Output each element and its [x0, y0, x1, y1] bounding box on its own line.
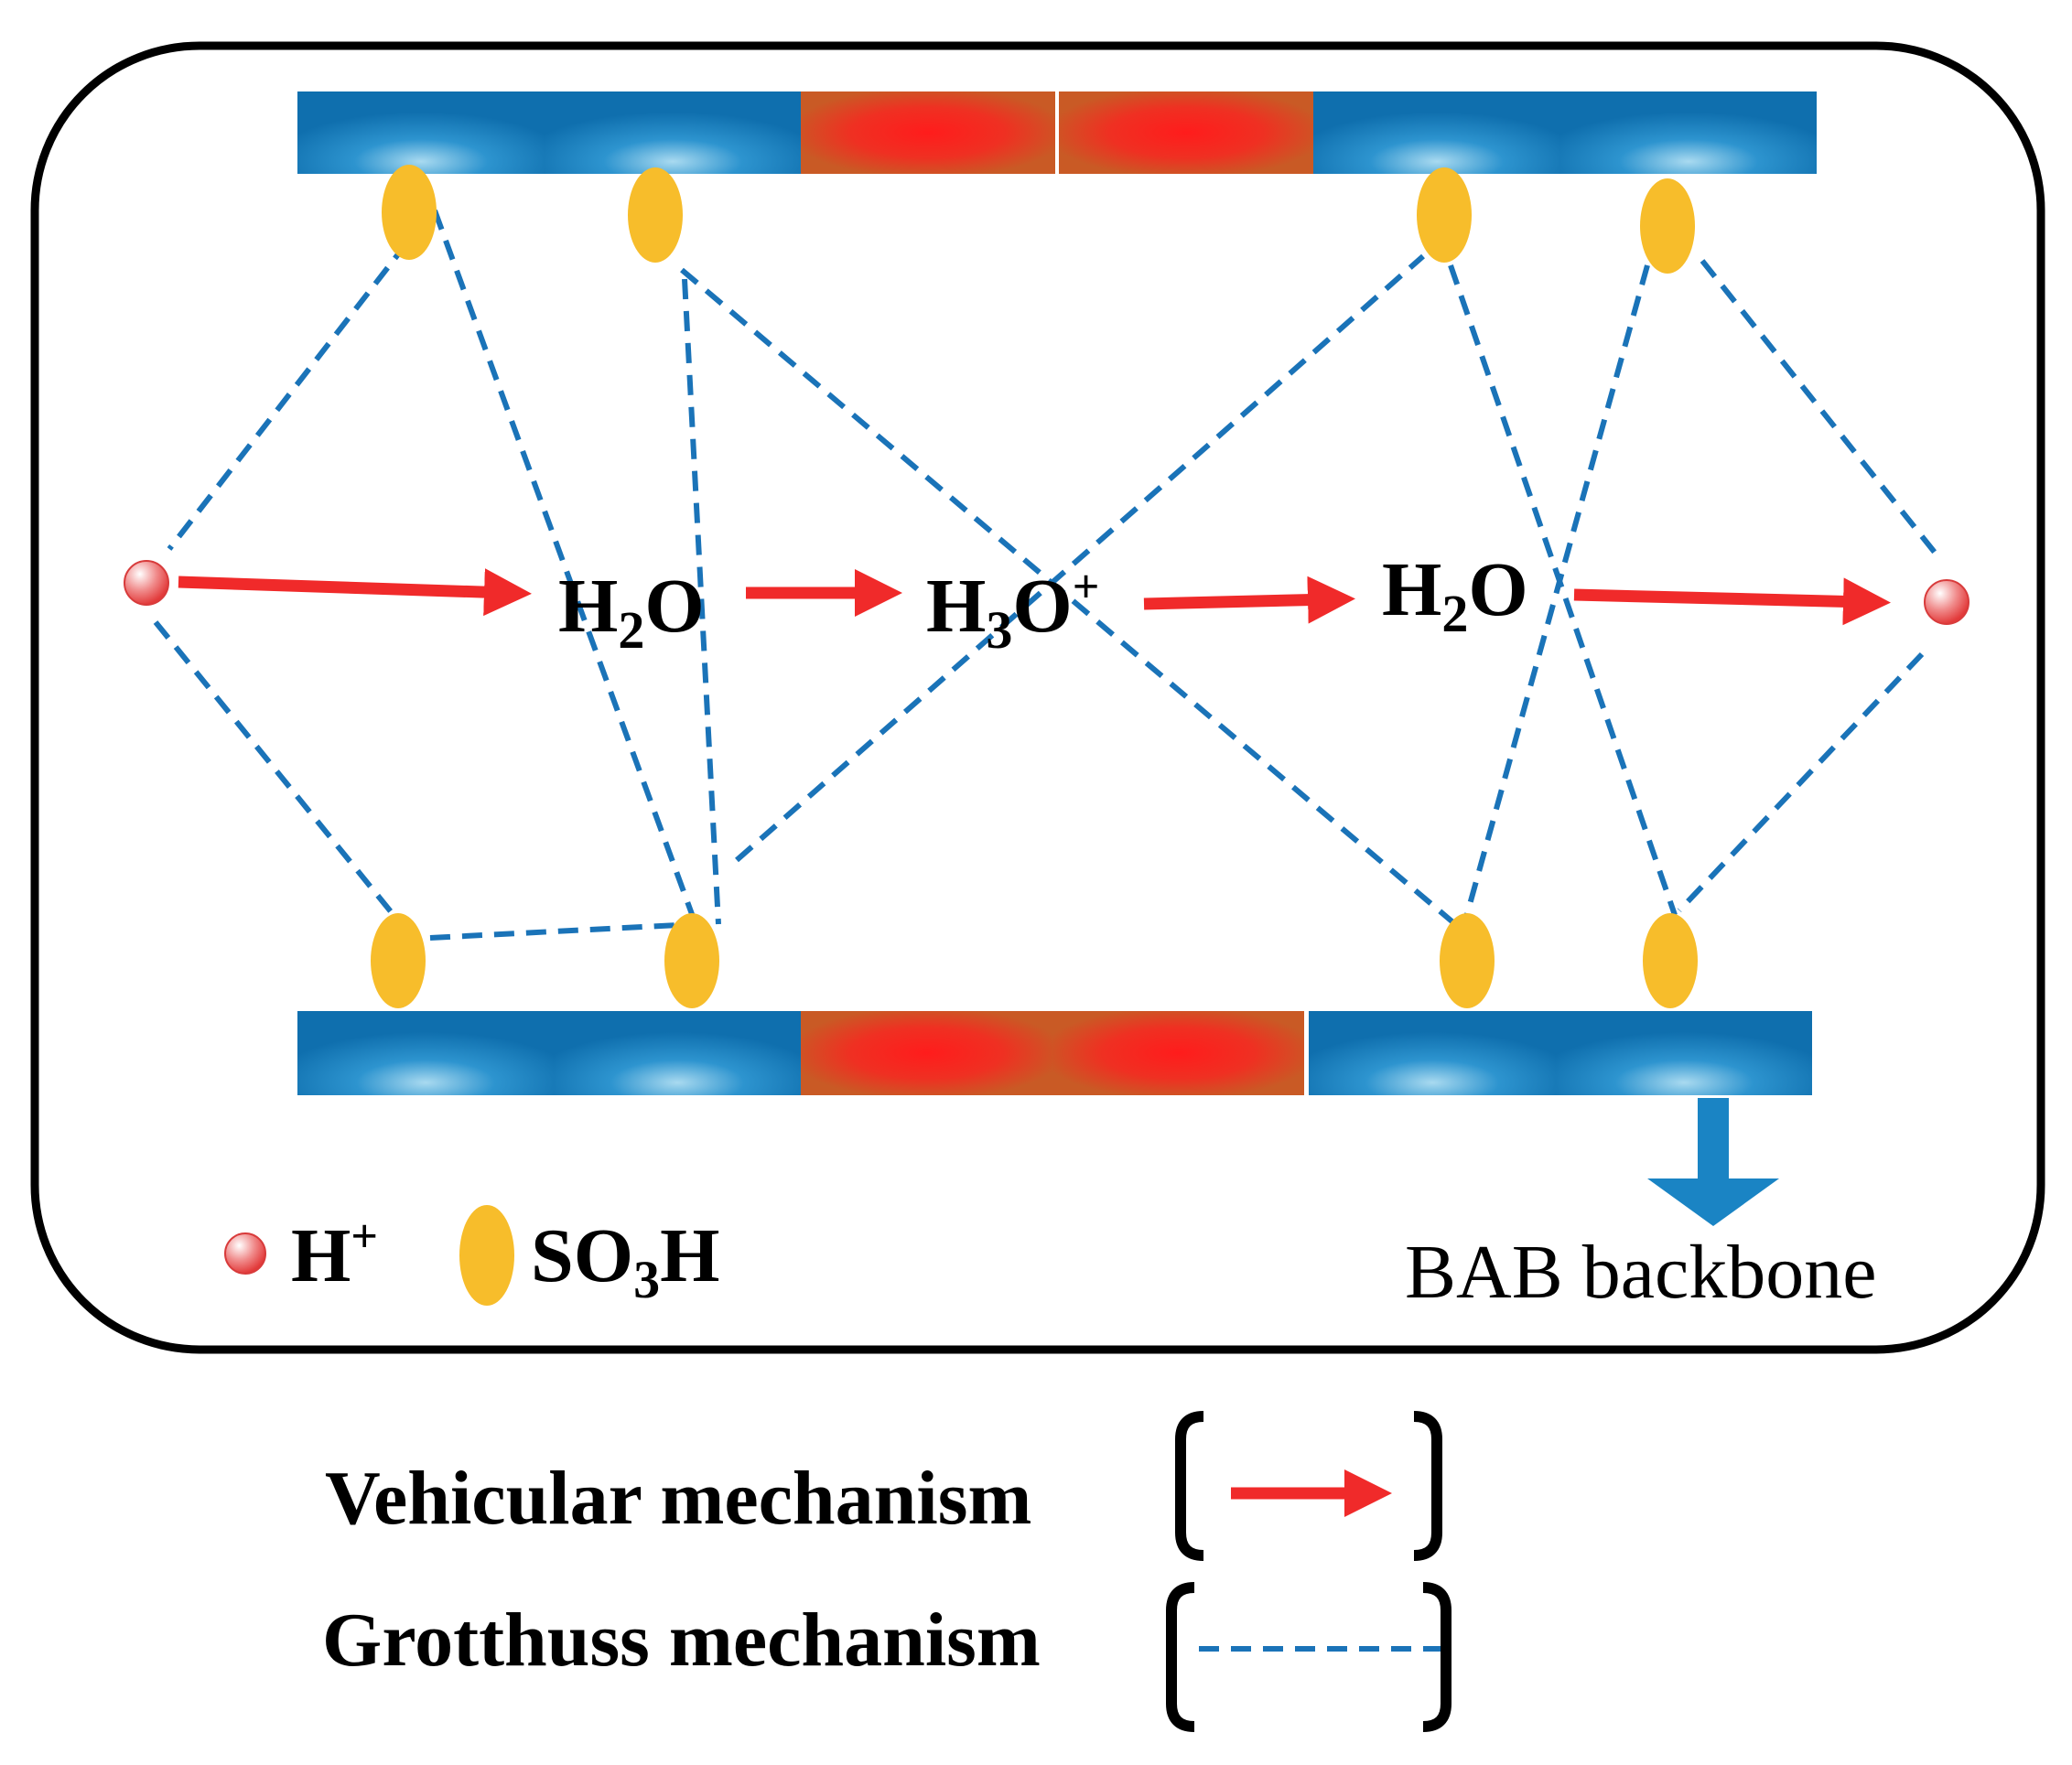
backbone-label: BAB backbone [1405, 1230, 1877, 1315]
top-backbone [297, 91, 1817, 174]
hydrophilic-segment [297, 91, 545, 174]
h2o-right-label: H2O [1382, 547, 1528, 643]
sulfonic-groups [371, 165, 1698, 1008]
sulfonic-legend-label: SO3H [531, 1213, 719, 1309]
bottom-backbone [297, 1011, 1812, 1095]
vehicular-label: Vehicular mechanism [325, 1456, 1031, 1541]
backbone-pointer-arrow [1647, 1098, 1779, 1226]
sulfonic-group [1643, 913, 1698, 1008]
sulfonic-legend-icon [459, 1205, 514, 1306]
sulfonic-group [1440, 913, 1495, 1008]
grotthuss-bracket-left [1166, 1582, 1195, 1732]
sulfonic-group [371, 913, 426, 1008]
membrane-frame [30, 41, 2045, 1354]
hydrophilic-segment [1309, 1011, 1556, 1095]
vehicular-bracket-right [1413, 1411, 1442, 1561]
grotthuss-paths [153, 209, 1938, 941]
h2o-left-label: H2O [558, 564, 705, 660]
sulfonic-group [628, 167, 683, 263]
sulfonic-group [1640, 178, 1695, 274]
h3o-label: H3O+ [926, 561, 1099, 660]
mechanism-legend: Vehicular mechanism Grotthuss mechanism [322, 1411, 1451, 1732]
sulfonic-group [382, 165, 437, 260]
hydrophilic-segment [1313, 91, 1560, 174]
hydrophilic-segment [1560, 91, 1817, 174]
grotthuss-label: Grotthuss mechanism [322, 1598, 1041, 1683]
sulfonic-group [664, 913, 719, 1008]
hydrophobic-segment [801, 91, 1055, 174]
hydrophilic-segment [1556, 1011, 1812, 1095]
sulfonic-group [1417, 167, 1472, 263]
hydrophilic-segment [545, 91, 801, 174]
proton-start [124, 560, 169, 606]
hydrophilic-segment [297, 1011, 554, 1095]
grotthuss-bracket-right [1422, 1582, 1451, 1732]
hydrophobic-segment [801, 1011, 1052, 1095]
hydrophilic-segment [554, 1011, 801, 1095]
hydrophobic-segment [1059, 91, 1313, 174]
proton-legend-label: H+ [291, 1211, 378, 1298]
proton-legend-icon [224, 1232, 266, 1275]
vehicular-arrows [178, 568, 1891, 626]
inside-legend: H+ SO3H BAB backbone [224, 1098, 1877, 1315]
vehicular-bracket-left [1175, 1411, 1204, 1561]
hydrophobic-segment [1052, 1011, 1304, 1095]
proton-end [1924, 579, 1969, 625]
